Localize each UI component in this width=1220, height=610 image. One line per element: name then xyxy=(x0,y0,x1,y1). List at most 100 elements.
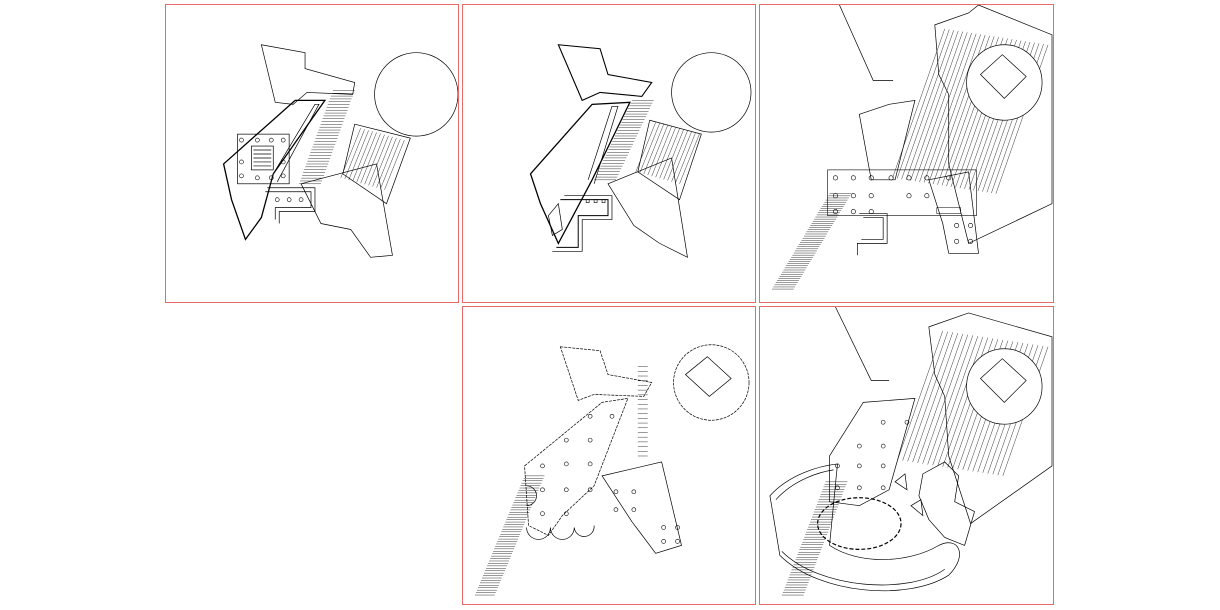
hatch-line xyxy=(643,124,664,175)
hatch-line xyxy=(372,136,393,187)
circle-element xyxy=(966,348,1043,425)
hatch-line xyxy=(667,130,688,181)
arrow-shape xyxy=(260,44,356,105)
plan-drawing-4 xyxy=(474,344,750,596)
hatch-line xyxy=(364,134,385,185)
hatch-line xyxy=(663,129,684,180)
hatched-ramp xyxy=(771,193,852,290)
hatch-line xyxy=(368,135,389,186)
hatched-ramp xyxy=(299,90,355,184)
hatch-line xyxy=(910,31,963,181)
column-row xyxy=(239,137,304,202)
hatch-line xyxy=(922,334,969,464)
triangle-volume xyxy=(607,157,688,258)
main-volume xyxy=(829,398,916,507)
column-grid xyxy=(827,169,977,244)
hatch-line xyxy=(352,131,373,182)
hatch-line xyxy=(932,336,979,466)
column-grid xyxy=(540,413,680,544)
hatch-line xyxy=(923,33,977,183)
plan-drawing-5 xyxy=(769,307,1053,596)
hatch-line xyxy=(907,332,953,462)
angled-volume xyxy=(222,99,327,241)
hatch-line xyxy=(639,123,660,174)
diagram-panel-4 xyxy=(462,306,756,605)
circle-element xyxy=(671,52,752,133)
right-wing xyxy=(928,171,979,254)
hatched-ramp xyxy=(594,100,654,181)
hatched-ramp xyxy=(474,475,545,596)
hatched-ramp xyxy=(781,481,848,596)
hatch-line xyxy=(928,34,981,184)
small-fragment xyxy=(548,202,563,236)
diagram-panel-2 xyxy=(462,4,756,303)
fragment-cluster xyxy=(918,461,975,546)
hatch-line xyxy=(356,132,377,183)
hatch-line xyxy=(897,330,943,461)
hatch-line xyxy=(659,128,680,179)
hatch-line xyxy=(914,32,968,182)
angled-volume xyxy=(858,99,916,181)
circle-element xyxy=(966,44,1043,121)
hatch-line xyxy=(919,32,972,183)
diagonal-line xyxy=(835,307,890,381)
plan-drawing-3 xyxy=(771,5,1053,290)
ragged-hatched-zone xyxy=(928,312,1053,525)
diagram-panel-1 xyxy=(165,4,459,303)
hatch-line xyxy=(384,140,405,190)
hatch-line xyxy=(901,30,954,180)
ragged-hatched-zone xyxy=(934,5,1053,244)
hatched-slope-outline xyxy=(637,119,702,201)
plan-drawing-2 xyxy=(529,44,752,258)
hatch-line xyxy=(344,129,365,179)
scalloped-edge xyxy=(526,525,595,540)
hatched-slope-outline xyxy=(342,123,411,205)
hatch-line xyxy=(905,30,959,180)
hatch-line xyxy=(917,333,963,464)
inner-wall xyxy=(272,103,320,182)
diagram-panel-3 xyxy=(759,4,1054,303)
square-in-circle xyxy=(684,356,732,397)
hatch-line xyxy=(675,132,696,183)
arrow-shape xyxy=(557,44,653,102)
inner-wall xyxy=(587,105,619,184)
diagram-panel-5 xyxy=(759,306,1054,605)
curved-outer-wall xyxy=(769,463,960,592)
hatch-line xyxy=(380,138,401,189)
angled-volume xyxy=(529,101,631,245)
hatch-line xyxy=(655,127,676,178)
hatch-line xyxy=(902,331,948,461)
diagonal-line xyxy=(839,5,894,81)
hatched-slope xyxy=(340,128,405,190)
hatch-line xyxy=(647,125,668,176)
hatch-line xyxy=(651,126,672,177)
hatch-line xyxy=(937,336,984,467)
hatched-slope xyxy=(637,366,648,457)
circle-element xyxy=(673,344,750,421)
triangle-volume xyxy=(300,163,393,258)
plan-drawing-1 xyxy=(222,44,458,258)
hatch-line xyxy=(348,130,369,181)
hatch-line xyxy=(360,133,381,184)
square-in-circle xyxy=(979,358,1027,403)
arrow-shape xyxy=(559,346,653,401)
stepped-wall xyxy=(856,213,888,256)
right-wing xyxy=(601,461,682,554)
stepped-wall xyxy=(265,191,312,220)
hatched-bar xyxy=(936,207,961,214)
stepped-wall xyxy=(556,199,609,248)
column-row xyxy=(585,199,606,203)
hatch-line xyxy=(340,128,361,178)
hatch-line xyxy=(892,28,945,178)
hatch-line xyxy=(635,122,656,172)
square-in-circle xyxy=(979,54,1027,99)
hatch-line xyxy=(896,29,950,179)
hatch-line xyxy=(671,131,692,182)
hatched-slope xyxy=(635,122,700,184)
stair-core xyxy=(237,133,290,185)
hatch-line xyxy=(376,137,397,188)
hatch-line xyxy=(912,333,958,463)
hatch-line xyxy=(679,134,700,184)
hatch-line xyxy=(927,335,974,465)
